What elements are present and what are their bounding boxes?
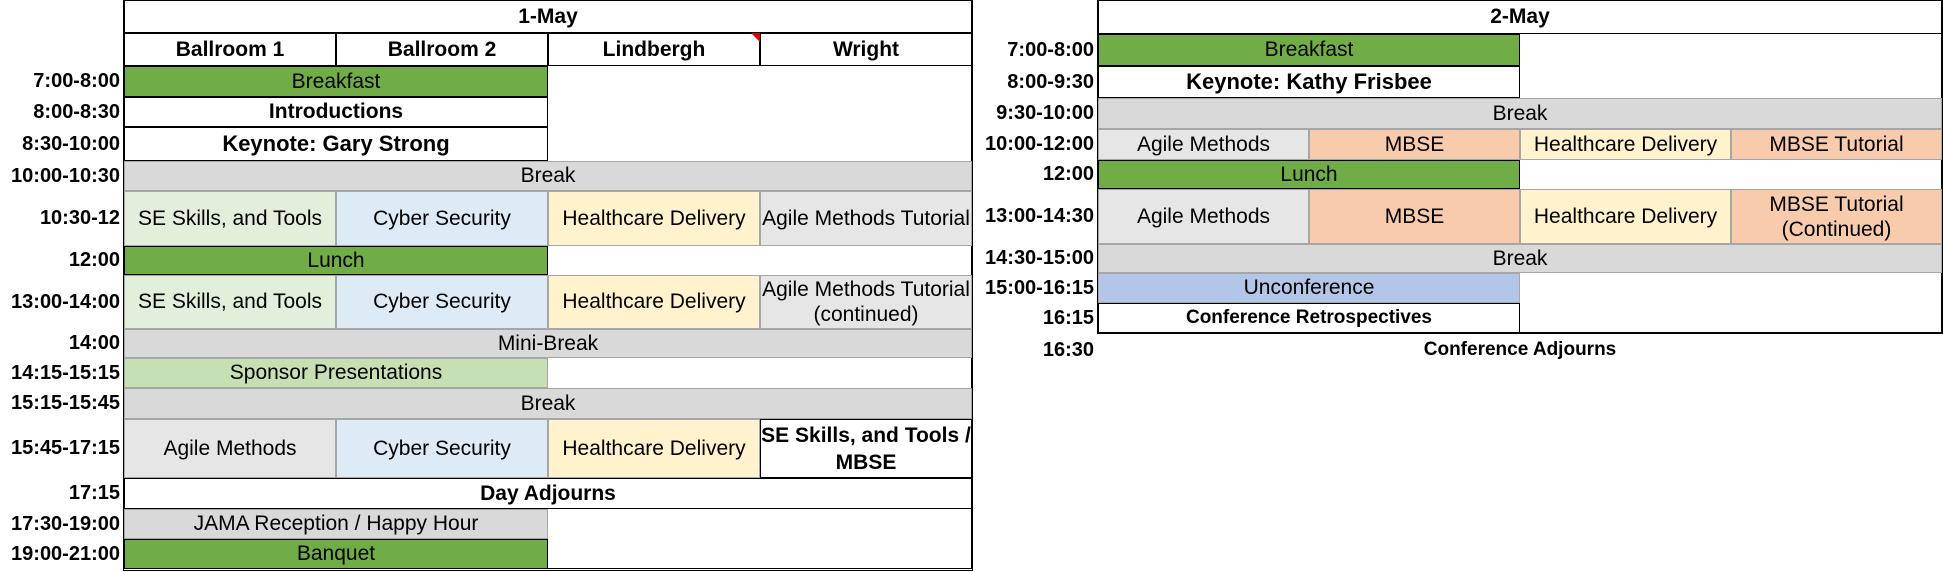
day1-breakfast[interactable]: Breakfast	[124, 66, 548, 97]
day2-time-0930: 9:30-10:00	[996, 102, 1094, 124]
day1-title[interactable]: 1-May	[124, 0, 972, 33]
day1-session-1545-lindbergh[interactable]: Healthcare Delivery	[548, 419, 760, 478]
day2-session-1000-4[interactable]: MBSE Tutorial	[1731, 129, 1942, 160]
day2-session-1300-4[interactable]: MBSE Tutorial (Continued)	[1731, 189, 1942, 244]
day2-unconference[interactable]: Unconference	[1098, 273, 1520, 303]
day1-session-1545-ballroom-1[interactable]: Agile Methods	[124, 419, 336, 478]
day1-empty-cell[interactable]	[548, 66, 972, 161]
day1-room-wright[interactable]: Wright	[760, 33, 972, 66]
day1-room-ballroom-2[interactable]: Ballroom 2	[336, 33, 548, 66]
day2-retrospectives[interactable]: Conference Retrospectives	[1098, 303, 1520, 333]
day1-room-ballroom-1[interactable]: Ballroom 1	[124, 33, 336, 66]
day1-session-1300-ballroom-1[interactable]: SE Skills, and Tools	[124, 275, 336, 329]
day1-banquet[interactable]: Banquet	[124, 539, 548, 569]
day2-empty-cell[interactable]	[1520, 273, 1942, 333]
day1-time-1515: 15:15-15:45	[11, 392, 120, 414]
day2-breakfast[interactable]: Breakfast	[1098, 34, 1520, 66]
day1-time-1715: 17:15	[68, 482, 120, 504]
day1-time-1400: 14:00	[68, 332, 120, 354]
day2-empty-cell[interactable]	[1520, 160, 1942, 189]
day2-session-1000-2[interactable]: MBSE	[1309, 129, 1520, 160]
day2-time-0700: 7:00-8:00	[1007, 38, 1094, 61]
day1-session-1030-ballroom-1[interactable]: SE Skills, and Tools	[124, 191, 336, 246]
day1-sponsor-presentations[interactable]: Sponsor Presentations	[124, 358, 548, 388]
day2-session-1000-1[interactable]: Agile Methods	[1098, 129, 1309, 160]
day1-session-1300-ballroom-2[interactable]: Cyber Security	[336, 275, 548, 329]
day1-time-1030: 10:30-12	[39, 207, 120, 229]
day2-empty-cell[interactable]	[1520, 34, 1942, 98]
day1-time-0800: 8:00-8:30	[33, 100, 120, 123]
day1-session-1030-wright[interactable]: Agile Methods Tutorial	[760, 191, 972, 246]
day2-keynote[interactable]: Keynote: Kathy Frisbee	[1098, 66, 1520, 98]
day2-time-1630: 16:30	[1042, 338, 1094, 361]
day2-conference-adjourns[interactable]: Conference Adjourns	[1423, 339, 1617, 360]
day1-session-1300-lindbergh[interactable]: Healthcare Delivery	[548, 275, 760, 329]
day1-time-0700: 7:00-8:00	[33, 70, 120, 92]
day2-session-1300-1[interactable]: Agile Methods	[1098, 189, 1309, 244]
day1-break-afternoon[interactable]: Break	[124, 388, 972, 419]
day1-time-1545: 15:45-17:15	[11, 437, 120, 459]
day2-time-1430: 14:30-15:00	[985, 247, 1094, 269]
day2-session-1300-2[interactable]: MBSE	[1309, 189, 1520, 244]
day2-title[interactable]: 2-May	[1098, 0, 1942, 34]
day1-session-1030-lindbergh[interactable]: Healthcare Delivery	[548, 191, 760, 246]
day1-time-0830: 8:30-10:00	[22, 132, 120, 155]
day1-time-1900: 19:00-21:00	[11, 542, 120, 565]
day2-time-1300: 13:00-14:30	[985, 205, 1094, 227]
day2-time-1000: 10:00-12:00	[985, 133, 1094, 155]
day1-session-1545-wright[interactable]: SE Skills, and Tools / MBSE	[760, 419, 972, 478]
day2-lunch[interactable]: Lunch	[1098, 160, 1520, 189]
day1-room-lindbergh[interactable]: Lindbergh	[548, 33, 760, 66]
comment-indicator-icon[interactable]	[751, 33, 760, 42]
day2-time-0800: 8:00-9:30	[1007, 70, 1094, 93]
day1-time-1000: 10:00-10:30	[11, 164, 120, 187]
day2-break-afternoon[interactable]: Break	[1098, 244, 1942, 273]
day1-time-1200: 12:00	[68, 249, 120, 271]
day1-empty-cell[interactable]	[548, 358, 972, 388]
day2-session-1300-3[interactable]: Healthcare Delivery	[1520, 189, 1731, 244]
day1-time-1730: 17:30-19:00	[11, 512, 120, 535]
day1-break-morning[interactable]: Break	[124, 161, 972, 191]
day1-empty-cell[interactable]	[548, 509, 972, 569]
day1-lunch[interactable]: Lunch	[124, 246, 548, 275]
day1-introductions[interactable]: Introductions	[124, 97, 548, 127]
day1-session-1300-wright[interactable]: Agile Methods Tutorial (continued)	[760, 275, 972, 329]
day2-time-1500: 15:00-16:15	[985, 276, 1094, 299]
day2-time-1200: 12:00	[1042, 163, 1094, 185]
day2-time-1615: 16:15	[1042, 306, 1094, 329]
day1-day-adjourns[interactable]: Day Adjourns	[124, 478, 972, 509]
day1-session-1545-ballroom-2[interactable]: Cyber Security	[336, 419, 548, 478]
day1-time-1300: 13:00-14:00	[11, 290, 120, 313]
day1-session-1030-ballroom-2[interactable]: Cyber Security	[336, 191, 548, 246]
day1-time-1415: 14:15-15:15	[11, 361, 120, 384]
day1-mini-break[interactable]: Mini-Break	[124, 329, 972, 358]
day1-keynote[interactable]: Keynote: Gary Strong	[124, 127, 548, 161]
day1-reception[interactable]: JAMA Reception / Happy Hour	[124, 509, 548, 539]
day2-session-1000-3[interactable]: Healthcare Delivery	[1520, 129, 1731, 160]
day2-break-morning[interactable]: Break	[1098, 98, 1942, 129]
day1-empty-cell[interactable]	[548, 246, 972, 275]
